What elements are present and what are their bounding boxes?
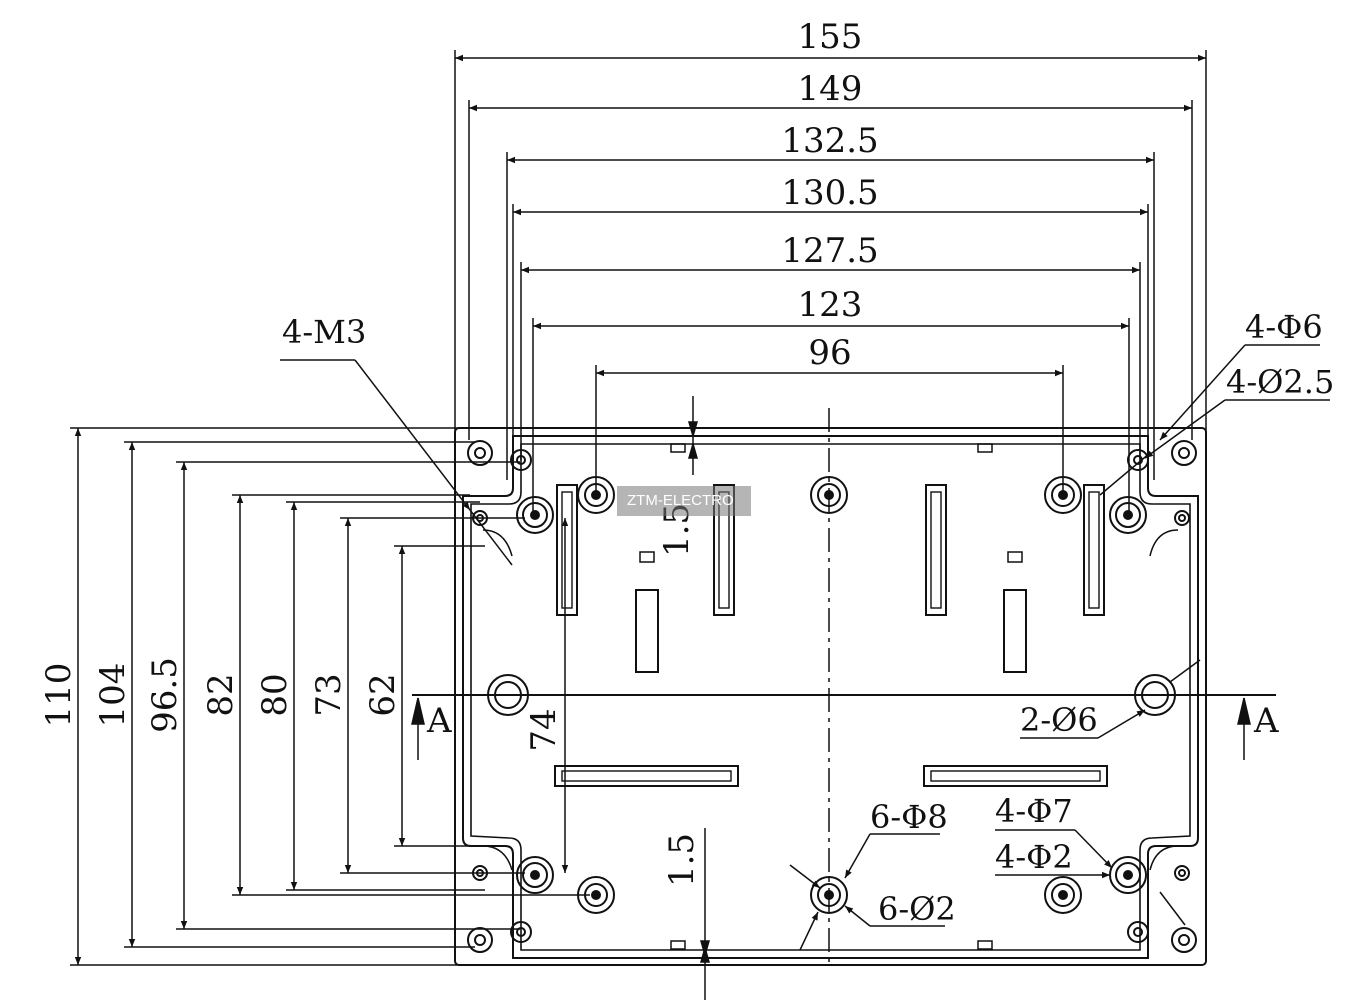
dim-74: 74 bbox=[524, 708, 564, 751]
callout-4-m3: 4-M3 bbox=[282, 313, 366, 351]
callout-4-phi2: 4-Φ2 bbox=[995, 838, 1073, 876]
boss-holes bbox=[516, 496, 1147, 894]
callout-6-phi8: 6-Φ8 bbox=[870, 798, 948, 836]
small-dims bbox=[688, 396, 710, 1000]
watermark: ZTM-ELECTRO bbox=[617, 486, 751, 516]
section-label-right: A bbox=[1253, 701, 1279, 741]
dim-96-5: 96.5 bbox=[145, 657, 185, 733]
dim-127-5: 127.5 bbox=[781, 231, 878, 271]
dim-96: 96 bbox=[808, 333, 851, 373]
dim-110: 110 bbox=[39, 663, 79, 728]
horizontal-dimension-lines bbox=[455, 54, 1206, 377]
dim-104: 104 bbox=[93, 663, 133, 728]
dim-82: 82 bbox=[201, 673, 241, 716]
vertical-dimension-labels: 110 104 96.5 82 80 73 62 74 1.5 1.5 bbox=[39, 503, 702, 887]
horizontal-dimension-labels: 155 149 132.5 130.5 127.5 123 96 bbox=[781, 17, 878, 373]
callout-2-phi6: 2-Ø6 bbox=[1020, 701, 1098, 739]
vertical-dimension-lines bbox=[74, 428, 569, 965]
dim-130-5: 130.5 bbox=[781, 173, 878, 213]
slots bbox=[554, 443, 1108, 950]
section-label-left: A bbox=[426, 701, 452, 741]
callout-labels: 4-M3 4-Φ6 4-Ø2.5 2-Ø6 6-Φ8 6-Ø2 4-Φ7 4-Φ… bbox=[282, 308, 1334, 928]
vertical-extension-lines bbox=[70, 427, 590, 966]
corner-holes bbox=[467, 440, 1197, 953]
dim-155: 155 bbox=[798, 17, 863, 57]
center-lines bbox=[411, 408, 1276, 965]
callout-4-phi7: 4-Φ7 bbox=[995, 792, 1073, 830]
callout-4-phi6: 4-Φ6 bbox=[1245, 308, 1323, 346]
dim-123: 123 bbox=[798, 285, 863, 325]
horizontal-extension-lines bbox=[454, 50, 1207, 515]
dim-80: 80 bbox=[255, 673, 295, 716]
leader-lines bbox=[280, 344, 1330, 951]
dim-132-5: 132.5 bbox=[781, 121, 878, 161]
dim-62: 62 bbox=[363, 673, 403, 716]
callout-6-phi2: 6-Ø2 bbox=[878, 890, 956, 928]
dim-1-5-bottom: 1.5 bbox=[662, 833, 702, 887]
enclosure-outline bbox=[454, 427, 1207, 966]
dim-73: 73 bbox=[309, 673, 349, 716]
standoff-holes bbox=[577, 476, 1082, 914]
callout-4-phi2-5: 4-Ø2.5 bbox=[1226, 363, 1334, 401]
dim-149: 149 bbox=[798, 69, 863, 109]
